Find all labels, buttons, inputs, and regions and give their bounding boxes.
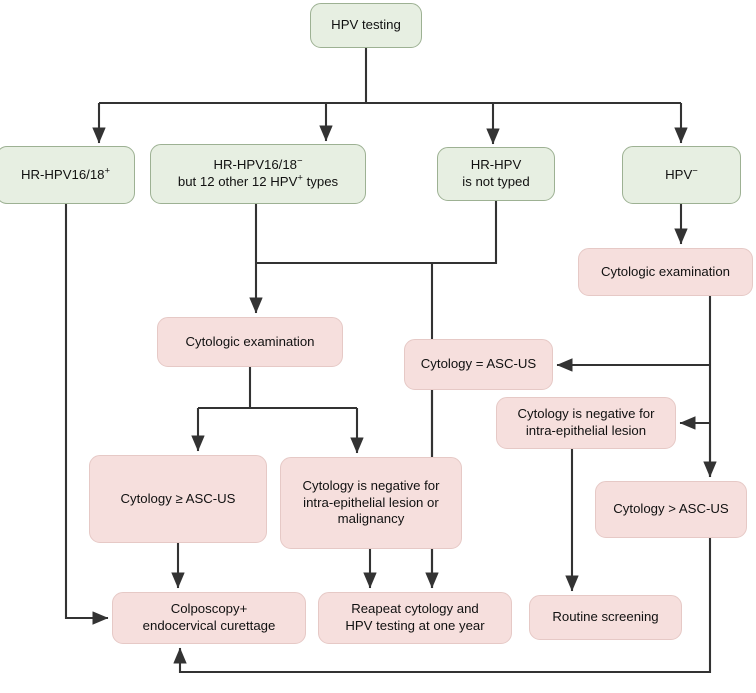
node-label: HR-HPV16/18−but 12 other 12 HPV+ types bbox=[177, 155, 339, 189]
node-label: Cytology ≥ ASC-US bbox=[120, 490, 236, 506]
node-hr-hpv-16-18-neg[interactable]: HR-HPV16/18−but 12 other 12 HPV+ types bbox=[150, 144, 366, 204]
node-label: Routine screening bbox=[552, 609, 659, 625]
node-label: Cytology = ASC-US bbox=[420, 356, 537, 372]
node-hr-hpv-16-18-pos[interactable]: HR-HPV16/18+ bbox=[0, 146, 135, 204]
node-cytologic-examination-right[interactable]: Cytologic examination bbox=[578, 248, 753, 296]
node-hpv-neg[interactable]: HPV− bbox=[622, 146, 741, 204]
node-routine-screening[interactable]: Routine screening bbox=[529, 595, 682, 640]
node-label: Cytologic examination bbox=[185, 333, 315, 349]
node-label: Colposcopy+endocervical curettage bbox=[142, 601, 276, 633]
node-cytologic-examination-mid[interactable]: Cytologic examination bbox=[157, 317, 343, 367]
node-cytology-ge-ascus[interactable]: Cytology ≥ ASC-US bbox=[89, 455, 267, 543]
node-colposcopy-curettage[interactable]: Colposcopy+endocervical curettage bbox=[112, 592, 306, 644]
node-cytology-equals-ascus[interactable]: Cytology = ASC-US bbox=[404, 339, 553, 390]
node-label: Cytologic examination bbox=[600, 263, 730, 279]
node-hpv-testing[interactable]: HPV testing bbox=[310, 3, 422, 48]
node-label: HPV− bbox=[665, 165, 698, 182]
node-label: HPV testing bbox=[331, 17, 401, 33]
edge-hrpos-to-colposcopy bbox=[64, 204, 109, 625]
node-label: HR-HPV16/18+ bbox=[20, 165, 111, 182]
node-label: Cytology > ASC-US bbox=[613, 501, 729, 517]
edge-nottyped-merge bbox=[256, 201, 498, 265]
node-cytology-gt-ascus[interactable]: Cytology > ASC-US bbox=[595, 481, 747, 538]
